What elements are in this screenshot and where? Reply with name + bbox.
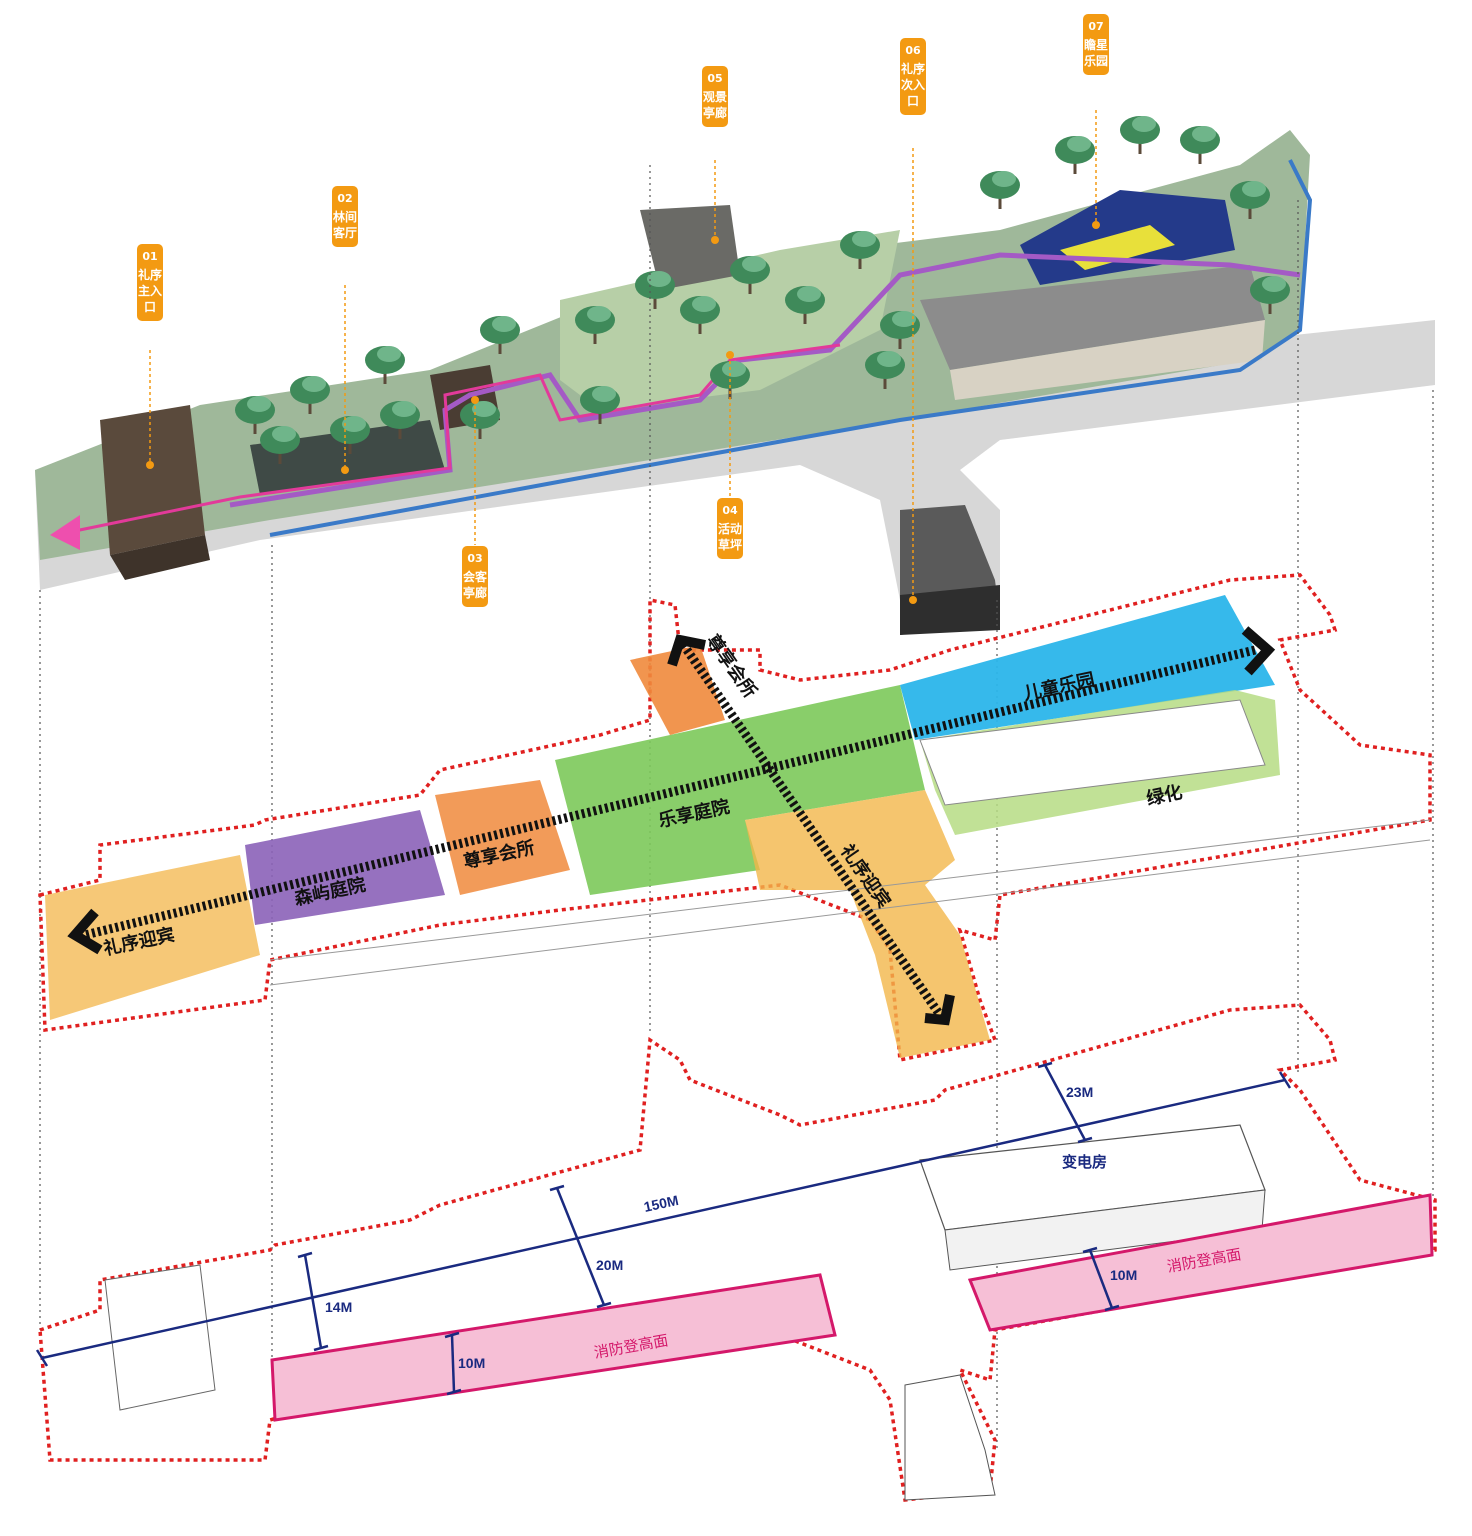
middle-boundary: [38, 573, 1432, 1063]
tree-icon: [290, 376, 330, 414]
dim-fire-left-line: [450, 1334, 456, 1393]
dim-23m-line: [1043, 1064, 1087, 1141]
axonometric-park-layer: [35, 130, 1435, 635]
badge-leaders: [149, 110, 1097, 600]
bottom-boundary: [38, 1003, 1437, 1502]
cross-axis-arrow: [676, 637, 944, 1018]
badge-anchor-dots: [146, 221, 1100, 604]
hall-footprint: [919, 699, 1266, 806]
street-pavement: [35, 320, 1435, 600]
main-entrance-building: [100, 405, 205, 555]
landmark-badge-04: 04 活动草坪: [717, 498, 743, 559]
tree-icon: [635, 271, 675, 309]
landmark-badge-03: 03 会客亭廊: [462, 546, 488, 607]
lawn-area: [560, 230, 900, 410]
tree-icon: [730, 256, 770, 294]
tree-icon: [480, 316, 520, 354]
tree-icon: [1055, 136, 1095, 174]
fire-zone-right: [967, 1193, 1434, 1332]
landmark-badge-05: 05 观景亭廊: [702, 66, 728, 127]
tree-icon: [235, 396, 275, 434]
tree-icon: [865, 351, 905, 389]
tree-icon: [380, 401, 420, 439]
subway-grid: [904, 1374, 996, 1501]
zone-courtyard: [555, 685, 925, 895]
tree-icon: [840, 231, 880, 269]
dim-20m-label: 20M: [596, 1257, 623, 1273]
dim-fire-left-label: 10M: [458, 1355, 485, 1371]
landmark-badge-02: 02 林间客厅: [332, 186, 358, 247]
landmark-badge-01: 01 礼序主入口: [137, 244, 163, 321]
tree-icon: [785, 286, 825, 324]
tree-icon: [330, 416, 370, 454]
dim-fire-right-line: [1088, 1249, 1114, 1309]
zone-club-upper: [630, 645, 725, 735]
dim-23m-label: 23M: [1066, 1084, 1093, 1100]
dim-150m-label: 150M: [642, 1192, 680, 1215]
zone-forest: [245, 810, 445, 925]
tree-icon: [980, 171, 1020, 209]
tree-icon: [365, 346, 405, 384]
tree-icon: [1180, 126, 1220, 164]
tree-icon: [880, 311, 920, 349]
zone-welcome-secondary: [745, 790, 990, 1058]
tree-icon: [575, 306, 615, 344]
tree-icon: [260, 426, 300, 464]
dim-14m-label: 14M: [325, 1299, 352, 1315]
tree-icon: [1250, 276, 1290, 314]
dim-14m-line: [303, 1254, 323, 1349]
substation-label: 变电房: [1062, 1153, 1107, 1171]
tree-icon: [680, 296, 720, 334]
landmark-badge-07: 07 瞻星乐园: [1083, 14, 1109, 75]
tree-icon: [1230, 181, 1270, 219]
pink-arrow: [50, 515, 80, 550]
dim-fire-right-label: 10M: [1110, 1267, 1137, 1283]
zoning-layer: 礼序迎宾 森屿庭院 尊享会所 乐享庭院 礼序迎宾 尊享会所 儿童乐园 绿化: [38, 573, 1432, 1063]
tree-icon: [580, 386, 620, 424]
left-block: [104, 1264, 216, 1411]
tree-icon: [1120, 116, 1160, 154]
zone-kids: [900, 595, 1275, 740]
trees-group: [235, 116, 1290, 464]
tree-icon: [460, 401, 500, 439]
fire-zone-left: [270, 1273, 837, 1422]
main-axis-arrow: [83, 645, 1257, 940]
dimension-layer: 消防登高面 消防登高面 150M 20M 14M 23M: [35, 1003, 1437, 1502]
landmark-badge-06: 06 礼序次入口: [900, 38, 926, 115]
zone-welcome-main: [45, 855, 260, 1020]
dim-20m-line: [555, 1187, 606, 1306]
large-hall-roof: [920, 265, 1265, 370]
